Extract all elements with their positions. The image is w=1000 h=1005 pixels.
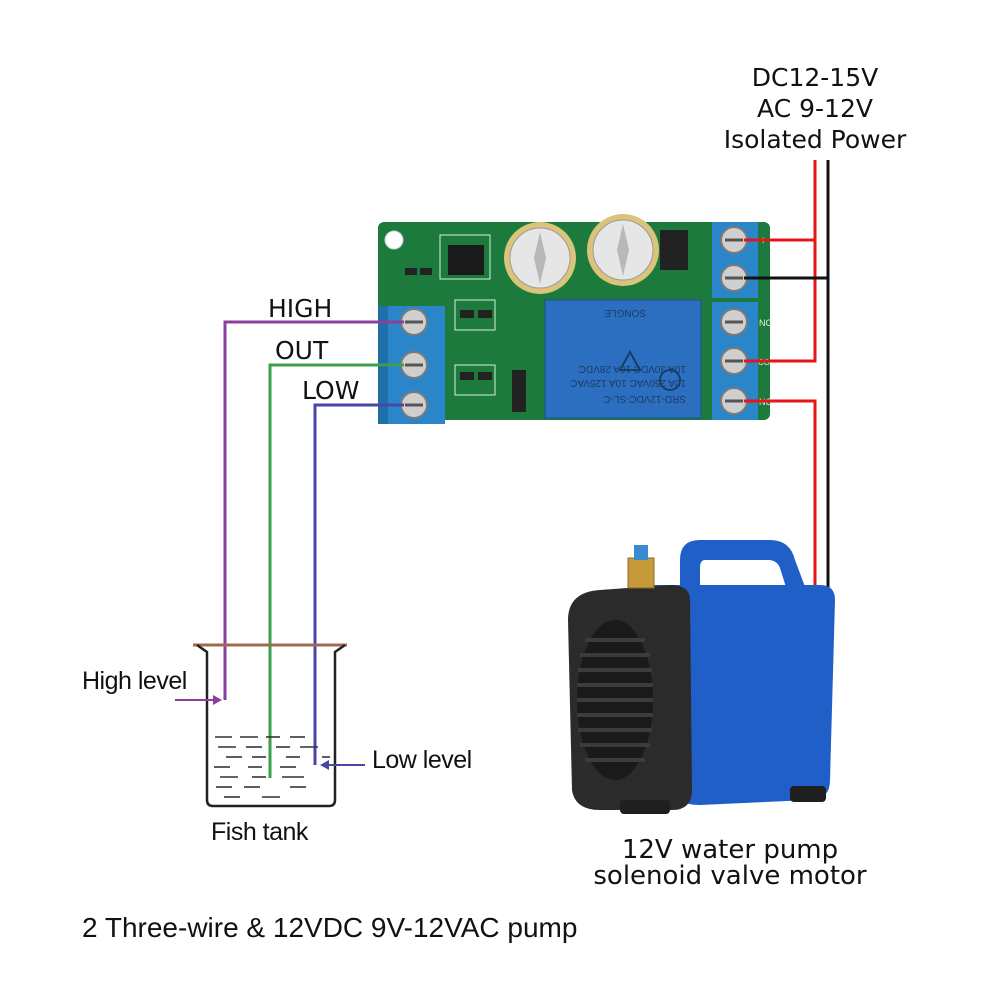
pump-label-line1: 12V water pump xyxy=(621,835,839,865)
relay-module: SRD-12VDC-SL-C 10A 250VAC 10A 125VAC 10A… xyxy=(378,214,777,424)
out-wire-label: OUT xyxy=(275,336,329,365)
low-wire xyxy=(313,403,404,765)
pump-label-line2: solenoid valve motor xyxy=(593,861,867,891)
screw-terminal-high[interactable] xyxy=(400,308,428,336)
water-pump xyxy=(568,540,835,814)
silkscreen xyxy=(439,234,496,396)
screw-terminal-no[interactable] xyxy=(720,387,748,415)
power-label-line3: Isolated Power xyxy=(723,125,907,154)
relay-model-text: SRD-12VDC-SL-C xyxy=(603,393,686,404)
beaker-body xyxy=(196,643,346,808)
out-wire xyxy=(268,363,404,778)
low-wire-label: LOW xyxy=(302,376,360,405)
mounting-hole xyxy=(384,230,404,250)
low-level-label: Low level xyxy=(372,746,472,774)
screw-terminal-low[interactable] xyxy=(400,391,428,419)
high-level-arrow xyxy=(175,695,222,705)
relay-rating-text-1: 10A 250VAC 10A 125VAC xyxy=(570,377,686,388)
fish-tank-beaker xyxy=(175,643,365,808)
mark-nc: NC xyxy=(759,318,772,328)
smd-components xyxy=(405,230,688,412)
cqc-mark-icon xyxy=(659,369,681,391)
pump-outlet-fitting xyxy=(627,545,655,589)
com-jumper-wire xyxy=(744,240,817,363)
power-label-line1: DC12-15V xyxy=(751,63,879,92)
power-terminal-block xyxy=(712,222,758,298)
pump-feet xyxy=(620,786,826,814)
high-wire-label: HIGH xyxy=(268,294,333,323)
pump-vent-grille xyxy=(577,620,653,780)
screw-terminal-out[interactable] xyxy=(400,351,428,379)
warning-triangle-icon xyxy=(618,349,642,371)
high-level-label: High level xyxy=(82,667,187,695)
ic-chip xyxy=(448,245,484,275)
pump-positive-wire xyxy=(744,399,817,590)
pump-handle xyxy=(680,540,810,600)
screw-terminal-plus[interactable] xyxy=(720,226,748,254)
capacitor-right xyxy=(587,214,659,286)
low-level-arrow xyxy=(320,760,365,770)
power-wires xyxy=(744,160,830,590)
power-label-line2: AC 9-12V xyxy=(757,94,873,123)
relay-brand-text: SONGLE xyxy=(604,307,646,318)
relay-rating-text-2: 10A 30VDC 10A 28VDC xyxy=(579,363,686,374)
screw-terminal-com[interactable] xyxy=(720,347,748,375)
screw-terminal-minus[interactable] xyxy=(720,264,748,292)
capacitor-left xyxy=(504,222,576,294)
fish-tank-label: Fish tank xyxy=(211,818,308,846)
screw-terminal-nc[interactable] xyxy=(720,308,748,336)
diagram-caption: 2 Three-wire & 12VDC 9V-12VAC pump xyxy=(82,912,578,943)
relay-component: SRD-12VDC-SL-C 10A 250VAC 10A 125VAC 10A… xyxy=(544,299,702,419)
high-wire xyxy=(223,320,404,700)
water-lines xyxy=(214,736,330,798)
